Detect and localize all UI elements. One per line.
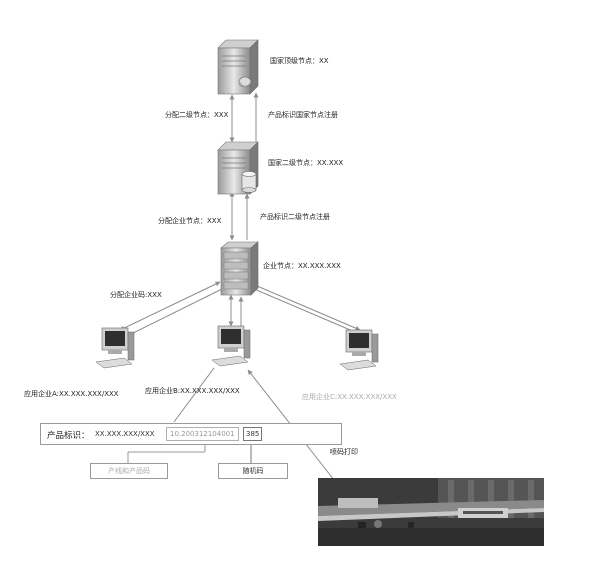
random-code: 385: [243, 427, 263, 441]
client-c-label: 应用企业C:XX.XXX.XXX/XXX: [302, 393, 397, 401]
edge-enterprise-client-c-2: [253, 288, 363, 336]
top-node-label: 国家顶级节点：XX: [270, 57, 329, 65]
edge-enterprise-client-c: [249, 282, 361, 331]
product-id-box: 产品标识： XX.XXX.XXX/XXX 10.200312104001 385: [40, 423, 342, 445]
server-tower-icon: [217, 39, 259, 95]
desktop-computer-icon: [95, 327, 135, 369]
product-id-label: 产品标识：: [47, 431, 90, 441]
assign-secondary-label: 分配二级节点：XXX: [165, 111, 229, 119]
server-rack-icon: [220, 241, 259, 296]
assign-enterprise-label: 分配企业节点：XXX: [158, 217, 222, 225]
inkjet-printer-photo: [318, 478, 544, 546]
inkjet-print-label: 喷码打印: [330, 448, 358, 456]
client-b-label: 应用企业B:XX.XXX.XXX/XXX: [145, 387, 240, 395]
edge-enterprise-client-a: [119, 281, 221, 331]
client-a-label: 应用企业A:XX.XXX.XXX/XXX: [24, 390, 119, 398]
random-code-label-box: 随机码: [218, 463, 288, 479]
register-national-label: 产品标识国家节点注册: [268, 111, 338, 119]
desktop-computer-icon: [339, 329, 379, 371]
desktop-computer-icon: [211, 325, 251, 367]
enterprise-node-label: 企业节点：XX.XXX.XXX: [263, 262, 341, 270]
secondary-node-label: 国家二级节点：XX.XXX: [268, 159, 344, 167]
database-cylinder-icon: [241, 171, 257, 193]
edge-enterprise-client-a-2: [126, 287, 225, 337]
line-code-label-box: 产线和产品码: [90, 463, 168, 479]
product-line-code: 10.200312104001: [166, 427, 239, 441]
register-secondary-label: 产品标识二级节点注册: [260, 213, 330, 221]
product-id-owner-prefix: XX.XXX.XXX/XXX: [95, 430, 155, 438]
edge-client-b-product-id: [173, 367, 215, 423]
assign-enterprise-code-label: 分配企业码:XXX: [110, 291, 162, 299]
